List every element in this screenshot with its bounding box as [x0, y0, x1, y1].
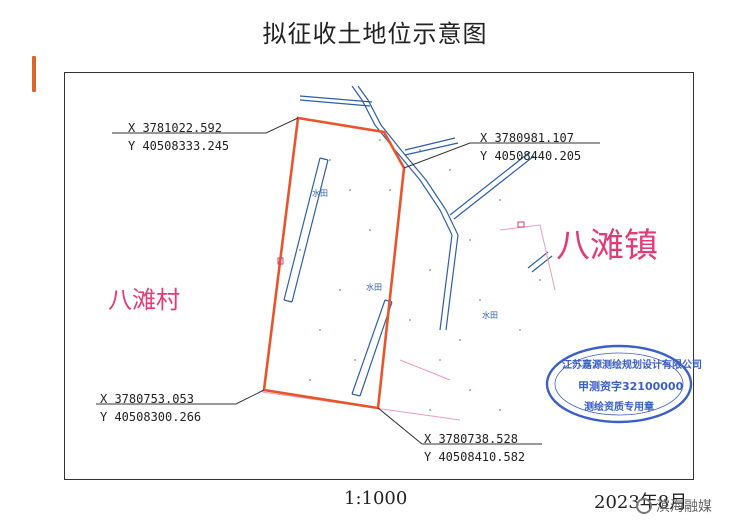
paddy-label-1: 水田: [366, 282, 382, 292]
coord-ne-y: Y 40508440.205: [480, 149, 582, 163]
map-frame: [64, 72, 694, 480]
seal-line1: 江苏嘉源测绘规划设计有限公司: [562, 360, 702, 371]
leader-lines: [96, 117, 600, 445]
seal-line2: 甲测资字32100000: [578, 380, 684, 393]
paddy-label-2: 水田: [482, 310, 498, 320]
coord-se-y: Y 40508410.582: [424, 450, 526, 464]
coord-ne-x: X 3780981.107: [480, 131, 574, 145]
coord-nw: X 3781022.592 Y 40508333.245: [128, 119, 229, 155]
paddy-label-3: 水田: [312, 188, 328, 198]
coord-sw-x: X 3780753.053: [100, 392, 194, 406]
field-dots: [299, 139, 541, 411]
parcel-boundary: [262, 116, 406, 410]
seal-line3: 测绘资质专用章: [584, 402, 654, 413]
village-name: 八滩村: [108, 286, 180, 314]
page-title: 拟征收土地位示意图: [262, 20, 488, 48]
map-scale: 1:1000: [344, 488, 408, 509]
watermark-icon: [636, 498, 652, 514]
watermark-text: 滨海融媒: [656, 499, 712, 515]
coord-sw-y: Y 40508300.266: [100, 410, 202, 424]
coord-nw-x: X 3781022.592: [128, 121, 222, 135]
field-boundaries: [261, 224, 556, 421]
survey-seal: [545, 344, 693, 424]
structures: [277, 221, 525, 265]
watermark: 滨海融媒: [636, 496, 712, 516]
coord-se: X 3780738.528 Y 40508410.582: [424, 430, 525, 466]
edge-mark: [32, 56, 36, 92]
coord-se-x: X 3780738.528: [424, 432, 518, 446]
coord-sw: X 3780753.053 Y 40508300.266: [100, 390, 201, 426]
coord-ne: X 3780981.107 Y 40508440.205: [480, 129, 581, 165]
town-name: 八滩镇: [556, 226, 658, 266]
land-labels: 水田 水田 水田: [312, 188, 498, 320]
coord-nw-y: Y 40508333.245: [128, 139, 230, 153]
